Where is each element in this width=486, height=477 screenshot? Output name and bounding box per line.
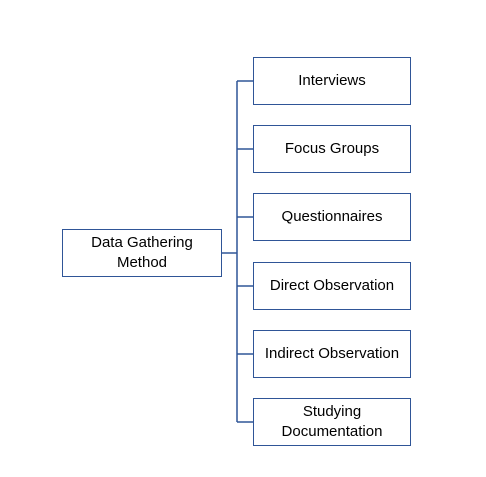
root-node: Data Gathering Method xyxy=(62,229,222,277)
child-node-label: Interviews xyxy=(298,72,366,89)
child-node-label: Focus Groups xyxy=(284,140,380,157)
child-node-focus-groups: Focus Groups xyxy=(253,125,411,173)
child-node-label: Direct Observation xyxy=(269,277,395,294)
child-node-label: Studying Documentation xyxy=(281,403,383,440)
child-node-studying-documentation: Studying Documentation xyxy=(253,398,411,446)
child-node-label: Indirect Observation xyxy=(264,345,400,362)
child-node-label: Questionnaires xyxy=(281,208,383,225)
root-node-label: Data Gathering Method xyxy=(91,234,193,271)
child-node-direct-observation: Direct Observation xyxy=(253,262,411,310)
child-node-interviews: Interviews xyxy=(253,57,411,105)
child-node-questionnaires: Questionnaires xyxy=(253,193,411,241)
child-node-indirect-observation: Indirect Observation xyxy=(253,330,411,378)
